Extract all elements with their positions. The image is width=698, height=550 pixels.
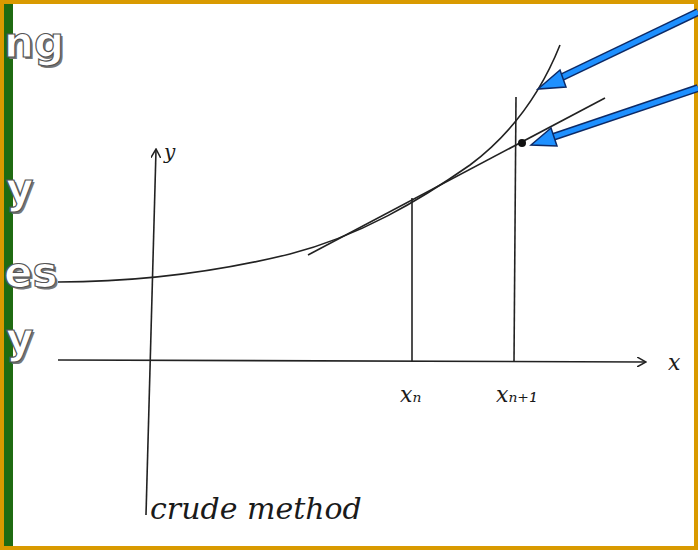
slide-text-fragment: y: [6, 168, 33, 210]
point-label: xₙ₊₁: [496, 384, 538, 406]
tangent-point: [518, 139, 526, 147]
xn-ordinate: [411, 198, 413, 362]
xn1-ordinate: [514, 97, 516, 362]
slide-text-fragment: y: [6, 318, 33, 360]
caption-note: crude method: [150, 494, 362, 524]
slide-text-fragment: ng: [4, 22, 64, 64]
x-axis: [58, 360, 645, 362]
axis-label: x: [668, 352, 680, 374]
tangent-line: [308, 98, 605, 255]
slide-text-fragment: es: [4, 252, 57, 294]
function-curve: [58, 45, 560, 282]
pointer-arrows: [531, 12, 698, 146]
axis-label: y: [164, 142, 175, 162]
y-axis: [146, 150, 156, 515]
point-label: xₙ: [400, 384, 421, 406]
